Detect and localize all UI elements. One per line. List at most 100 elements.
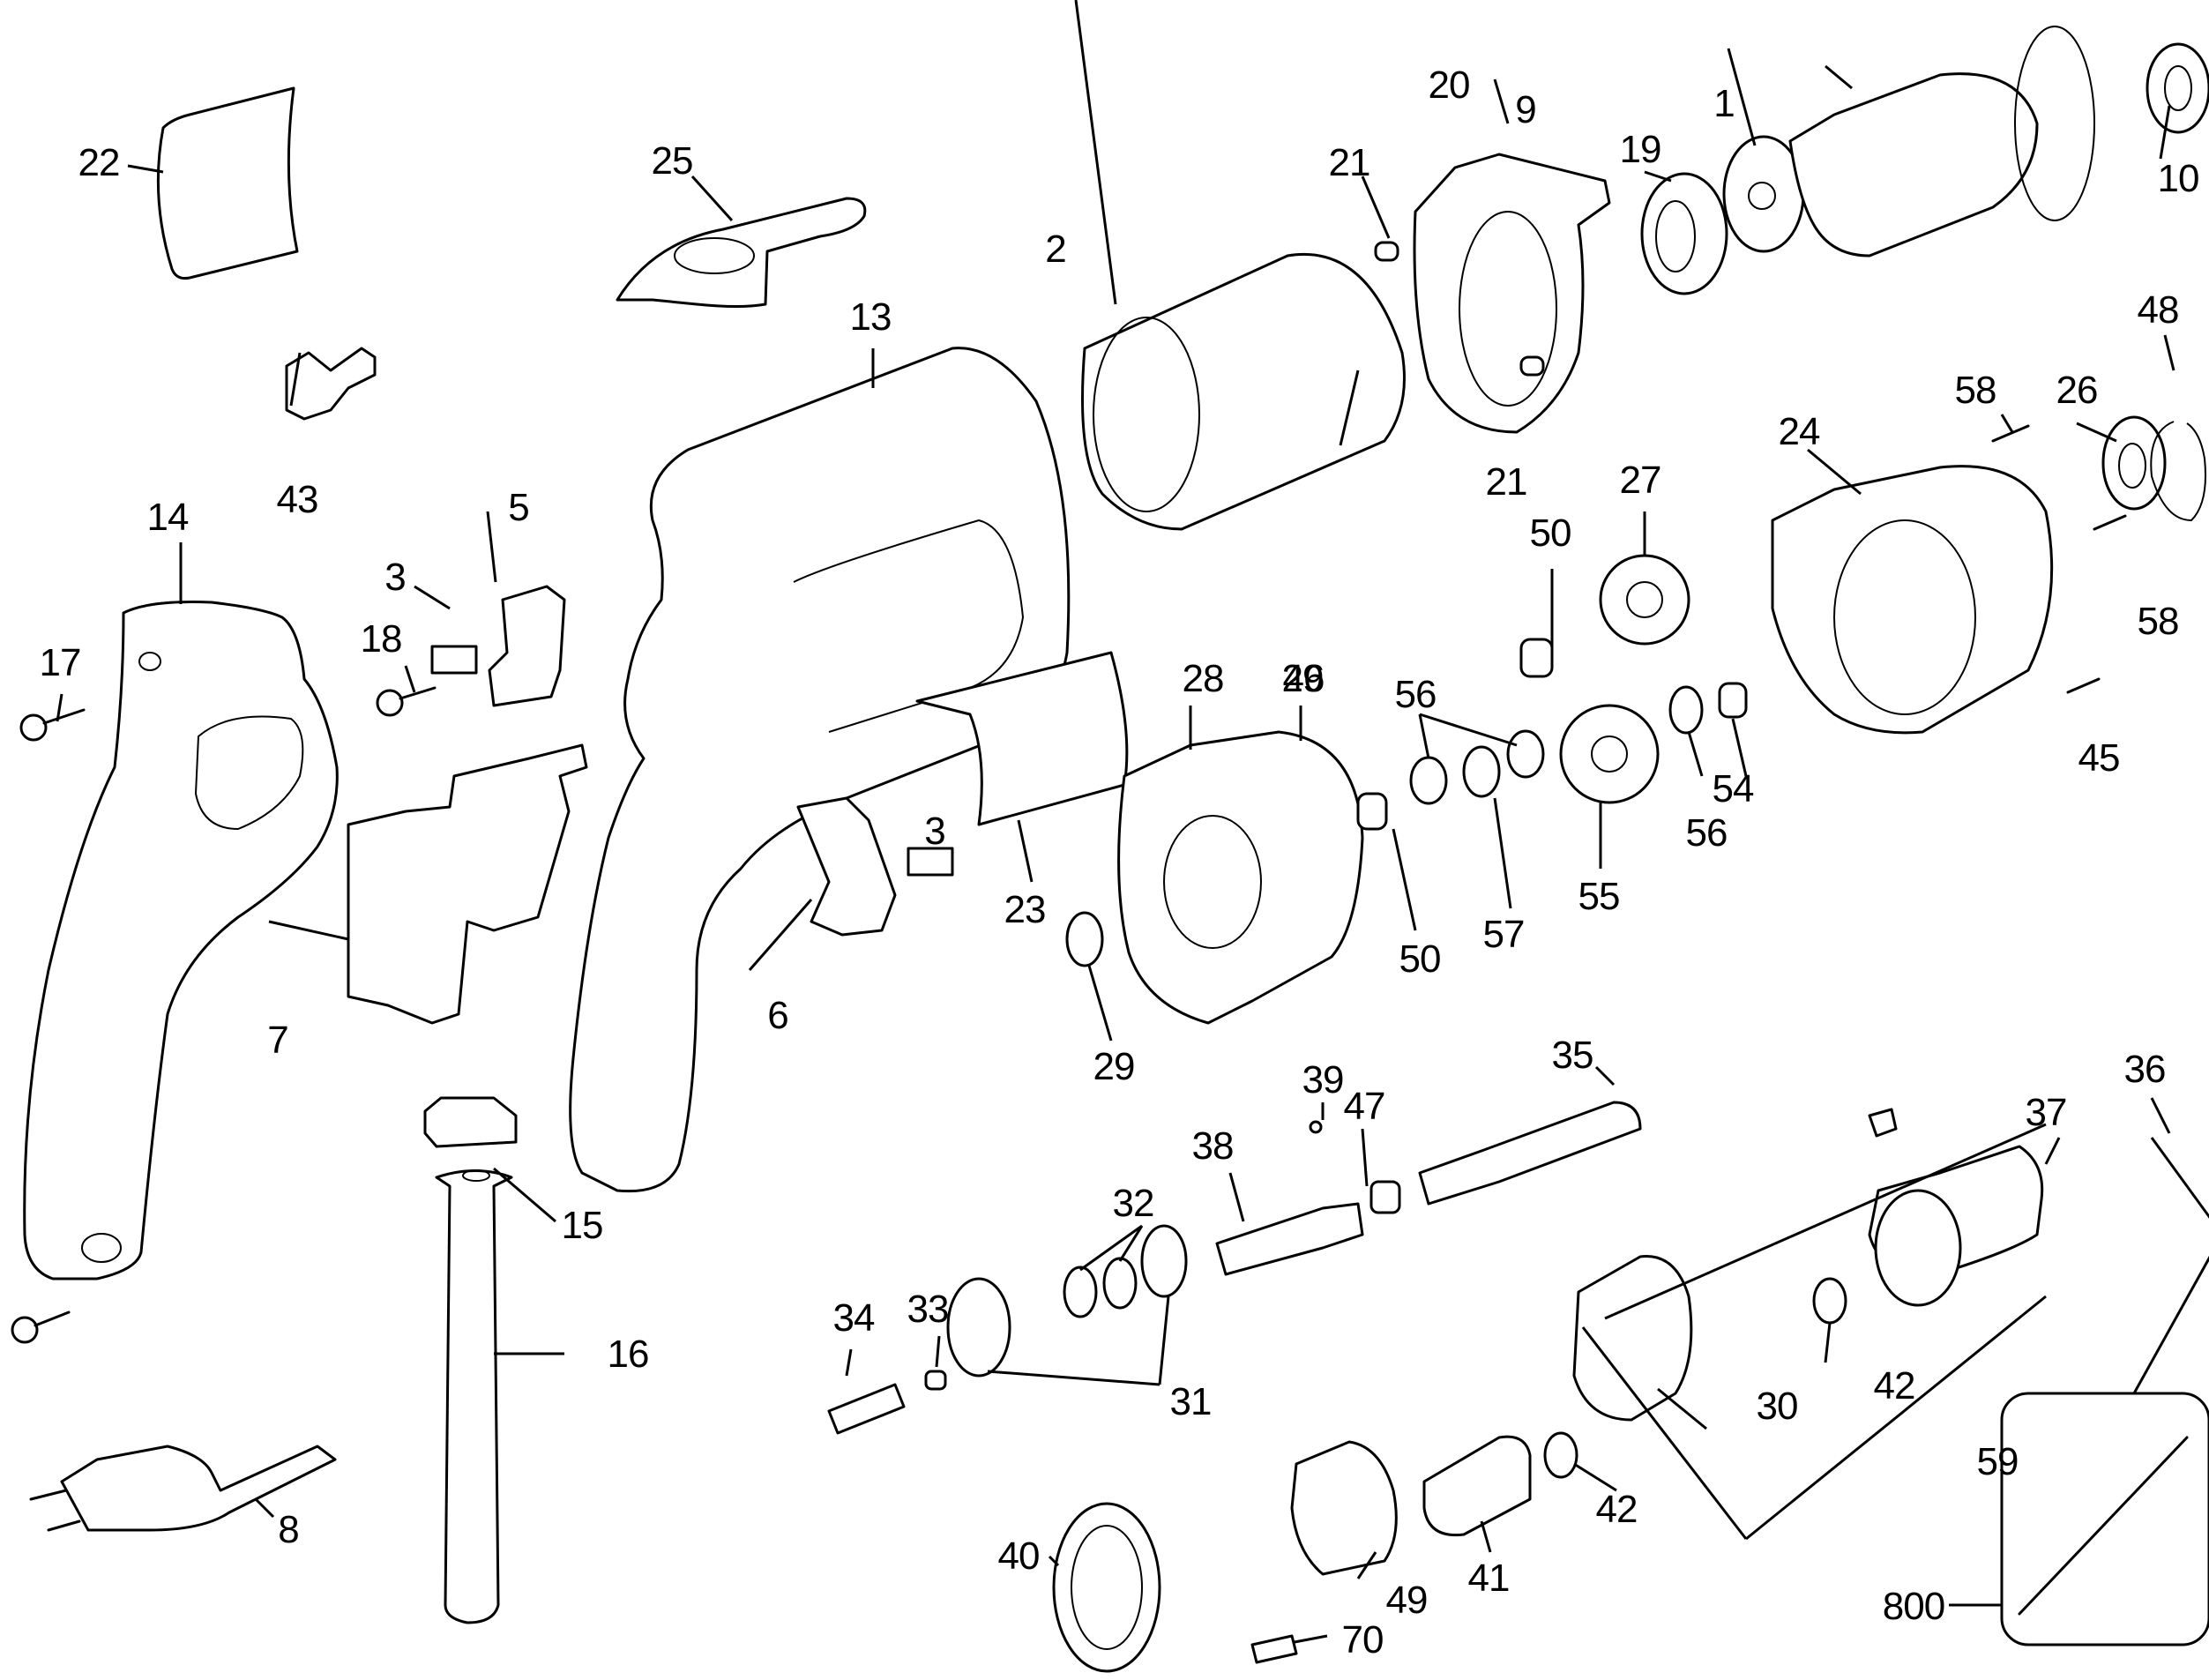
callout-48: 48 — [2137, 288, 2180, 332]
part-nose-37-body — [1874, 1189, 1962, 1307]
part-depth-collar-30 — [1572, 1255, 1693, 1422]
callout-59: 59 — [1976, 1440, 2019, 1483]
part-brush-ring-20 — [1413, 153, 1611, 434]
callout-9: 9 — [1515, 88, 1537, 131]
part-label-plate-22 — [156, 86, 299, 280]
callout-10: 10 — [2157, 157, 2200, 200]
callout-8: 8 — [278, 1508, 300, 1551]
bearing-bore — [2118, 443, 2146, 489]
part-key-70 — [1250, 1634, 1298, 1664]
callout-58: 58 — [1954, 369, 1997, 412]
callout-29: 29 — [1281, 657, 1325, 700]
part-screw-17 — [19, 708, 86, 742]
handle-vent-grid — [194, 715, 304, 831]
part-gear-27 — [1599, 554, 1690, 646]
part-brush-holder-6 — [796, 796, 897, 937]
part-bearing-19 — [1640, 172, 1728, 295]
part-bearing-54 — [1718, 682, 1748, 719]
part-handle-housing-14 — [23, 601, 339, 1281]
part-clutch-47 — [1369, 1180, 1401, 1214]
part-switch-7 — [347, 743, 588, 1025]
brush-ring-bore — [1459, 211, 1557, 407]
collar-bore — [1071, 1525, 1143, 1650]
callout-15: 15 — [561, 1204, 604, 1247]
bearing-bore — [1748, 182, 1776, 210]
part-gear-55 — [1559, 704, 1660, 804]
part-cord-plug-8 — [60, 1445, 337, 1532]
callout-43: 43 — [276, 478, 319, 521]
callout-20: 20 — [1428, 63, 1471, 107]
field-bore — [1093, 317, 1200, 512]
callout-33: 33 — [907, 1288, 950, 1331]
housing-window — [793, 519, 1025, 733]
handle-hole — [81, 1233, 122, 1263]
callout-45: 45 — [2078, 736, 2121, 780]
bearing-bore — [2164, 65, 2192, 111]
part-screw-58 — [2093, 514, 2127, 531]
callout-46: 46 — [1282, 657, 1325, 700]
callout-800: 800 — [1882, 1585, 1945, 1628]
callout-39: 39 — [1302, 1058, 1345, 1101]
part-collar-40 — [1052, 1502, 1161, 1673]
part-shaft-35 — [1418, 1101, 1642, 1206]
callout-26: 26 — [2056, 369, 2099, 412]
part-pin-21 — [1519, 355, 1545, 377]
callout-29: 29 — [1093, 1045, 1136, 1088]
callout-16: 16 — [607, 1333, 650, 1376]
plug-prong — [47, 1519, 81, 1532]
callout-25: 25 — [651, 139, 694, 183]
callout-50: 50 — [1399, 937, 1442, 981]
gear-plate-bore — [1163, 815, 1262, 949]
callout-56: 56 — [1394, 673, 1437, 716]
part-bearing-10 — [2146, 42, 2209, 134]
part-retaining-ring-48 — [2150, 421, 2206, 522]
callout-13: 13 — [849, 295, 892, 339]
part-washer-29 — [1065, 911, 1104, 967]
callout-3: 3 — [924, 810, 946, 853]
part-gear-case-24 — [1771, 465, 2054, 735]
part-screw-58 — [1991, 424, 2030, 443]
callout-21: 21 — [1485, 460, 1528, 504]
part-clutch-31 — [946, 1277, 1011, 1378]
part-bit-36 — [1868, 1108, 1898, 1138]
callout-17: 17 — [39, 641, 82, 684]
callout-54: 54 — [1712, 767, 1755, 810]
callout-3: 3 — [384, 556, 407, 599]
leader-lines — [56, 0, 2209, 1644]
part-o-ring-32 — [1102, 1257, 1138, 1310]
part-spring-34 — [827, 1383, 906, 1435]
part-field-2 — [1081, 252, 1406, 531]
callout-41: 41 — [1467, 1557, 1511, 1600]
part-brush-3 — [430, 645, 478, 675]
callout-32: 32 — [1112, 1182, 1155, 1225]
callout-31: 31 — [1169, 1380, 1213, 1423]
callout-38: 38 — [1191, 1124, 1235, 1168]
callout-21: 21 — [1328, 141, 1371, 184]
part-screw — [11, 1310, 71, 1344]
part-pin-21 — [1374, 241, 1399, 262]
part-brush-holder-5 — [488, 585, 566, 707]
callout-49: 49 — [1385, 1579, 1429, 1622]
callout-19: 19 — [1619, 128, 1662, 171]
plug-prong — [29, 1489, 68, 1501]
callout-27: 27 — [1619, 459, 1662, 502]
callout-57: 57 — [1482, 913, 1526, 956]
callout-34: 34 — [832, 1296, 876, 1340]
part-washer-56 — [1668, 685, 1704, 735]
cord-guard-hole — [462, 1169, 490, 1182]
handle-hole — [138, 652, 161, 671]
part-bearing-26 — [2101, 415, 2167, 511]
part-cord-clamp-15 — [423, 1096, 518, 1148]
part-pin-33 — [924, 1370, 947, 1391]
part-ring-42 — [1543, 1431, 1578, 1479]
part-motor-housing-13 — [569, 347, 1071, 1193]
part-clutch-31 — [1140, 1224, 1188, 1298]
part-washer-56 — [1506, 729, 1545, 779]
callout-23: 23 — [1004, 888, 1047, 931]
callout-55: 55 — [1578, 875, 1621, 918]
callout-42: 42 — [1595, 1488, 1638, 1531]
callout-1: 1 — [1713, 82, 1735, 125]
callout-7: 7 — [267, 1019, 289, 1062]
part-clip-43 — [285, 347, 377, 421]
bearing-bore — [1655, 200, 1696, 273]
